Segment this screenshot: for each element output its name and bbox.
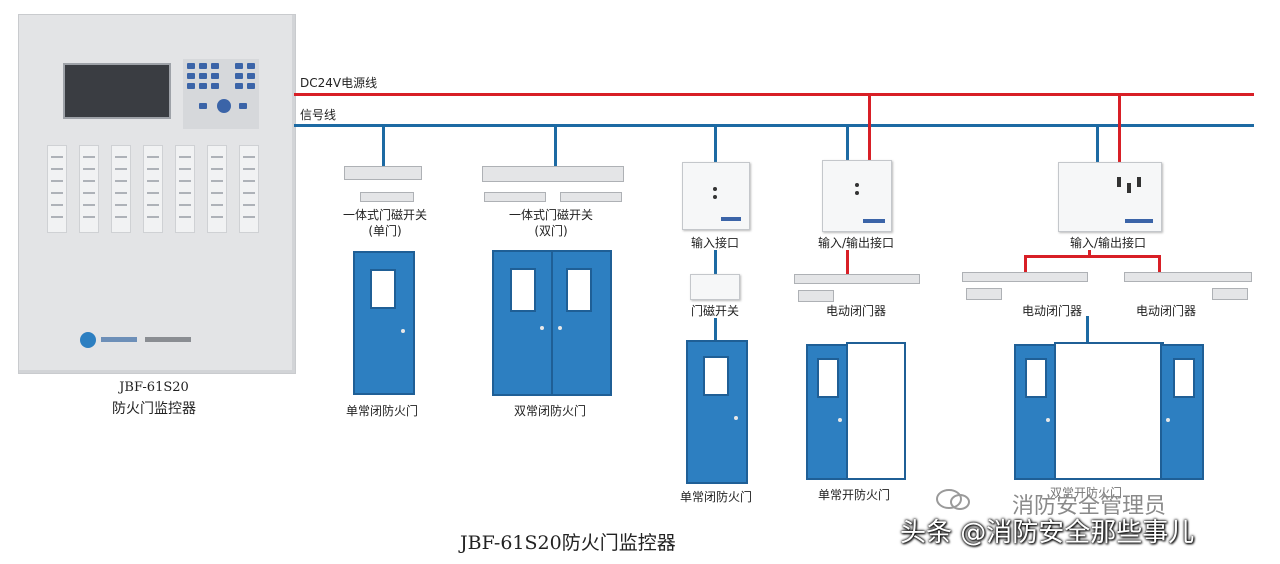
door-label: 单常开防火门 xyxy=(817,488,890,502)
electric-door-closer-arm xyxy=(966,288,1002,300)
fire-door-double-open-right xyxy=(1160,344,1204,480)
electric-door-closer-arm xyxy=(798,290,834,302)
signal-drop xyxy=(1096,126,1099,164)
fire-door-single-open xyxy=(806,344,850,480)
device-label: 输入/输出接口 xyxy=(1069,236,1147,250)
wechat-icon xyxy=(936,488,970,510)
panel-logo-icon xyxy=(79,331,199,349)
power-drop xyxy=(1118,96,1121,164)
device-label: 电动闭门器 xyxy=(1135,304,1196,318)
electric-door-closer-left xyxy=(962,272,1088,282)
watermark-line2: 头条 @消防安全那些事儿 xyxy=(900,518,1195,548)
electric-door-closer-right xyxy=(1124,272,1252,282)
device-label: 门磁开关 xyxy=(690,304,739,318)
device-label: 电动闭门器 xyxy=(1021,304,1082,318)
controller-model-label: JBF-61S20 xyxy=(119,380,189,395)
fire-door-double-closed xyxy=(492,250,612,396)
magnetic-switch-double xyxy=(482,166,624,182)
device-label: 一体式门磁开关 xyxy=(508,208,593,222)
fire-door-controller-panel xyxy=(18,14,296,374)
power-drop xyxy=(1024,255,1027,273)
power-drop xyxy=(1088,250,1091,256)
device-sublabel: (双门) xyxy=(534,224,568,238)
door-label: 双常闭防火门 xyxy=(513,404,586,418)
door-label: 双常开防火门 xyxy=(1049,486,1122,500)
power-wire xyxy=(294,93,1254,96)
door-switch xyxy=(690,274,740,300)
door-label: 单常闭防火门 xyxy=(345,404,418,418)
signal-drop xyxy=(382,126,385,166)
power-wire-label: DC24V电源线 xyxy=(300,76,378,90)
device-sublabel: (单门) xyxy=(368,224,402,238)
watermark-line1: 消防安全管理员 xyxy=(1012,494,1167,519)
electric-door-closer xyxy=(794,274,920,284)
io-interface-module xyxy=(822,160,892,232)
io-interface-module-double xyxy=(1058,162,1162,232)
fire-door-single-closed xyxy=(353,251,415,395)
device-label: 一体式门磁开关 xyxy=(342,208,427,222)
power-branch xyxy=(1024,255,1160,258)
door-label: 单常闭防火门 xyxy=(679,490,752,504)
diagram-caption: JBF-61S20防火门监控器 xyxy=(460,532,676,554)
controller-name-label: 防火门监控器 xyxy=(112,401,196,417)
signal-wire xyxy=(294,124,1254,127)
input-interface-module xyxy=(682,162,750,230)
signal-drop xyxy=(554,126,557,166)
power-drop xyxy=(1158,255,1161,273)
device-label: 电动闭门器 xyxy=(825,304,886,318)
controller-display-screen xyxy=(63,63,171,119)
open-door-frame xyxy=(1054,342,1164,480)
signal-drop xyxy=(846,126,849,162)
signal-wire-label: 信号线 xyxy=(300,108,337,122)
power-drop xyxy=(868,96,871,162)
magnetic-switch-double-part xyxy=(560,192,622,202)
signal-drop xyxy=(714,126,717,164)
controller-keypad xyxy=(183,59,259,129)
power-drop xyxy=(846,250,849,274)
fire-door-single-closed xyxy=(686,340,748,484)
magnetic-switch-double-part xyxy=(484,192,546,202)
signal-drop xyxy=(714,318,717,340)
device-label: 输入/输出接口 xyxy=(817,236,895,250)
fire-door-double-open-left xyxy=(1014,344,1058,480)
device-label: 输入接口 xyxy=(690,236,739,250)
electric-door-closer-arm xyxy=(1212,288,1248,300)
magnetic-switch-single-part xyxy=(360,192,414,202)
magnetic-switch-single xyxy=(344,166,422,180)
open-door-frame xyxy=(846,342,906,480)
signal-drop xyxy=(714,250,717,274)
signal-drop xyxy=(1086,316,1089,342)
